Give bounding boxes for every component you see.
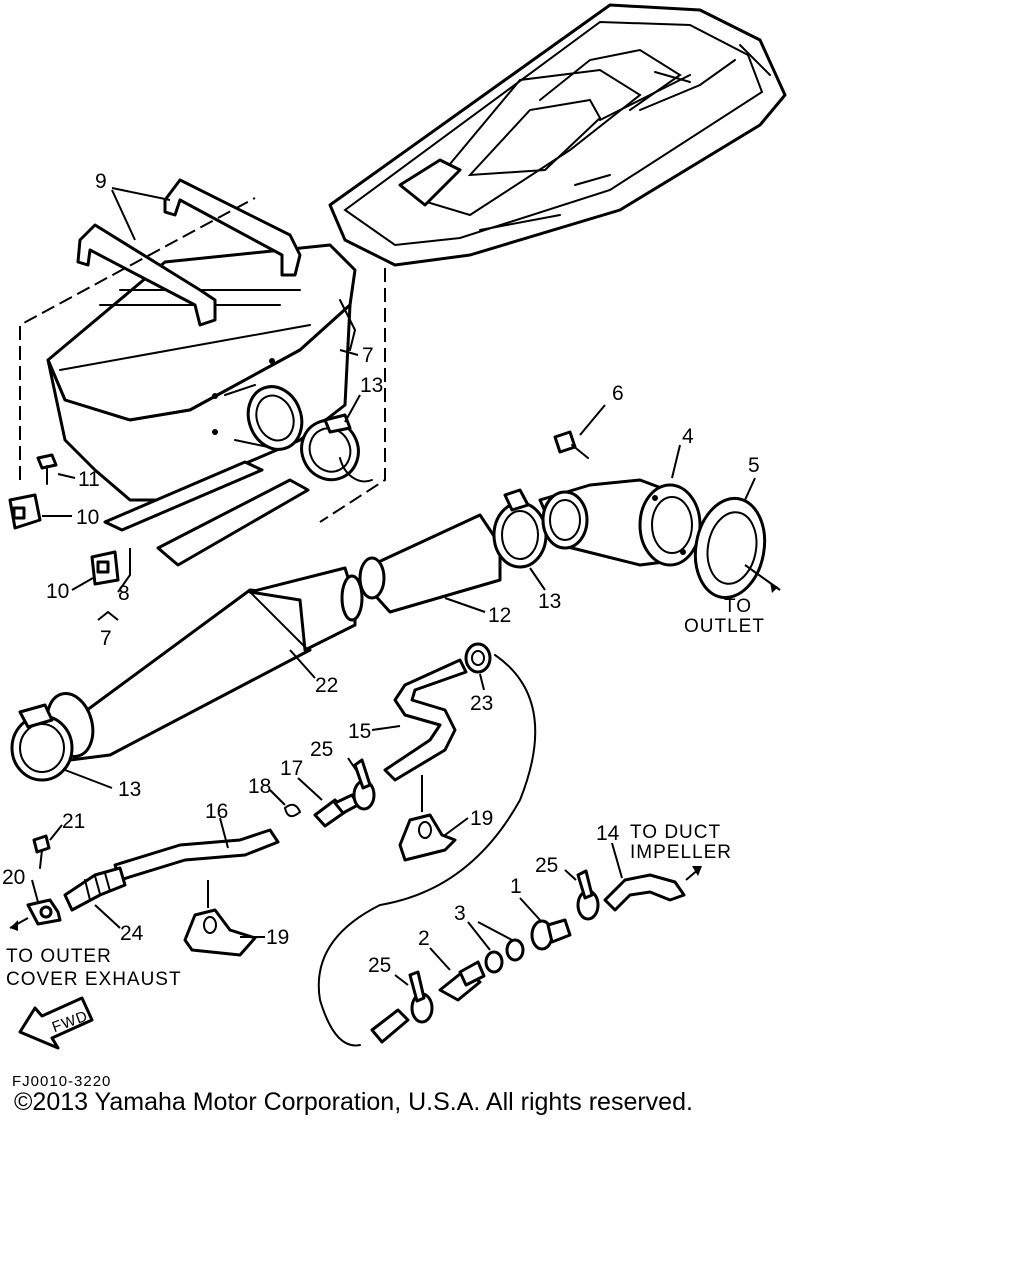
cap-23 — [464, 642, 492, 691]
fitting-17 — [297, 777, 360, 828]
part-label-22: 22 — [315, 674, 338, 697]
sub-assembly-boundary — [317, 654, 537, 1047]
to-outer-line1: TO OUTER — [6, 946, 112, 967]
part-label-25-middle: 25 — [535, 854, 558, 877]
clip-10-lower — [71, 550, 120, 591]
part-label-1: 1 — [510, 875, 522, 898]
part-label-10-lower: 10 — [46, 580, 69, 603]
hose-15 — [371, 658, 468, 782]
clamp-13-muffler — [10, 703, 113, 789]
part-label-13-muffler: 13 — [118, 778, 141, 801]
part-label-6: 6 — [612, 382, 624, 405]
clip-10-upper — [8, 493, 72, 530]
bolt-21 — [32, 824, 63, 869]
part-label-21: 21 — [62, 810, 85, 833]
to-outer-line2: COVER EXHAUST — [6, 969, 182, 990]
fitting-1 — [519, 897, 572, 951]
part-label-8: 8 — [118, 582, 130, 605]
part-label-25-lower: 25 — [368, 954, 391, 977]
leader-9b — [111, 189, 136, 241]
hose-end — [370, 1008, 410, 1044]
to-outlet-line1: TO — [724, 596, 752, 617]
hose-12 — [358, 513, 502, 614]
to-duct-line2: IMPELLER — [630, 842, 732, 863]
bolt-11 — [36, 453, 76, 485]
pad-leader — [117, 548, 131, 593]
muffler-22 — [45, 566, 364, 762]
assembly-boundary-left — [19, 197, 256, 480]
part-label-4: 4 — [682, 425, 694, 448]
hose-16 — [113, 817, 280, 882]
part-label-13-tank: 13 — [360, 374, 383, 397]
part-label-24: 24 — [120, 922, 144, 945]
clamp-13-tank — [300, 394, 373, 483]
part-label-20: 20 — [2, 866, 25, 889]
part-label-18: 18 — [248, 775, 271, 798]
clamp-25-lower — [394, 970, 434, 1024]
leader-7-bottom — [97, 610, 119, 621]
leader-7 — [339, 349, 359, 356]
bracket-19-lower — [183, 880, 265, 957]
part-label-11: 11 — [78, 468, 100, 491]
spring-18 — [269, 789, 302, 818]
part-label-23: 23 — [470, 692, 493, 715]
clamp-13-middle — [492, 488, 548, 591]
part-label-7-top: 7 — [362, 344, 374, 367]
clip-20 — [9, 879, 62, 931]
leader-9a — [111, 187, 171, 201]
copyright-notice: ©2013 Yamaha Motor Corporation, U.S.A. A… — [14, 1088, 693, 1116]
part-label-19-upper: 19 — [470, 807, 493, 830]
watercraft-illustration — [328, 3, 787, 267]
bracket-19-upper — [398, 775, 469, 862]
part-label-19-lower: 19 — [266, 926, 289, 949]
part-label-10-upper: 10 — [76, 506, 99, 529]
to-duct-line1: TO DUCT — [630, 822, 721, 843]
part-label-25-upper: 25 — [310, 738, 333, 761]
fitting-2 — [429, 947, 486, 1002]
part-label-12: 12 — [488, 604, 511, 627]
fitting-24 — [63, 866, 127, 929]
part-label-2: 2 — [418, 927, 430, 950]
bolt-6 — [553, 404, 606, 459]
to-outlet-line2: OUTLET — [684, 616, 765, 637]
fwd-arrow-icon: FWD — [18, 996, 94, 1050]
part-label-13-middle: 13 — [538, 590, 561, 613]
gasket-5 — [693, 477, 781, 600]
mounting-pads — [103, 460, 310, 567]
clamp-25-middle — [564, 869, 600, 921]
elbow-4 — [538, 444, 702, 567]
clamp-25-upper — [347, 757, 376, 811]
hose-14 — [603, 842, 702, 912]
part-label-5: 5 — [748, 454, 760, 477]
part-label-14: 14 — [596, 822, 620, 845]
part-label-7-bottom: 7 — [100, 627, 112, 650]
part-label-17: 17 — [280, 757, 303, 780]
part-label-9: 9 — [95, 170, 107, 193]
tank-assembly — [46, 178, 357, 502]
assembly-boundary-right — [319, 268, 386, 523]
part-label-16: 16 — [205, 800, 228, 823]
part-label-15: 15 — [348, 720, 371, 743]
washers-3 — [467, 921, 525, 974]
part-label-3: 3 — [454, 902, 466, 925]
figure-code: FJ0010-3220 — [12, 1073, 111, 1090]
